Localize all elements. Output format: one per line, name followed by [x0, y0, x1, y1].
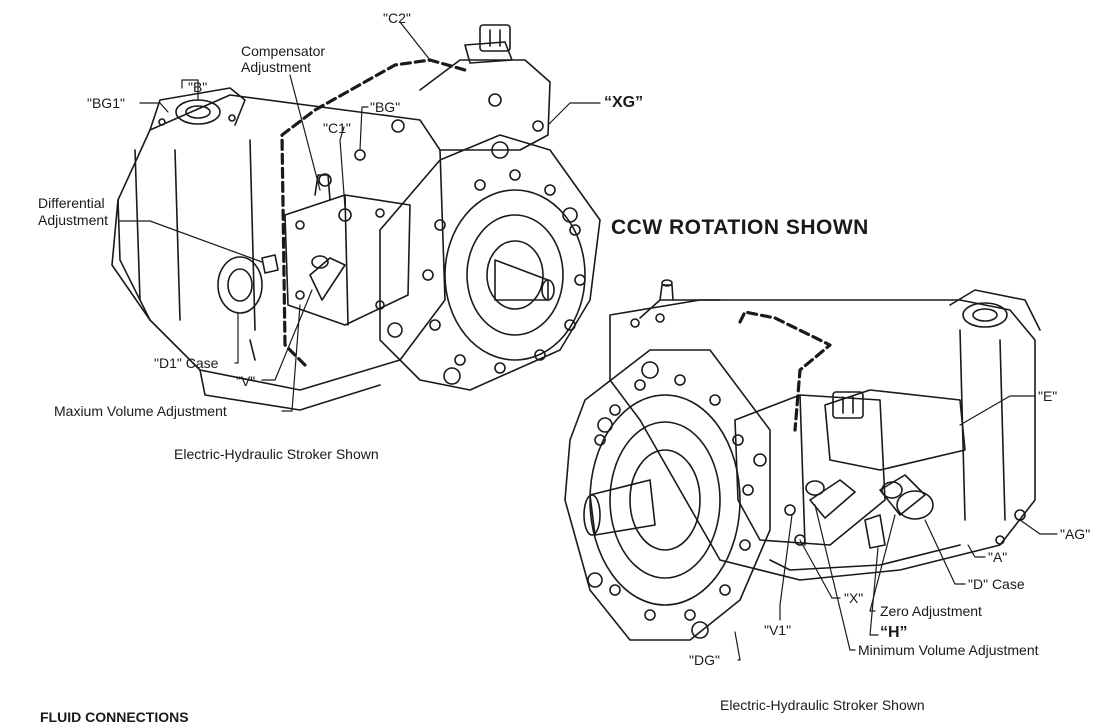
label-b: "B": [188, 79, 208, 95]
caption-top: Electric-Hydraulic Stroker Shown: [174, 446, 379, 462]
caption-bottom: Electric-Hydraulic Stroker Shown: [720, 697, 925, 713]
label-v: "V": [236, 373, 256, 389]
label-compensator-line1: Compensator: [241, 43, 326, 59]
label-c2: "C2": [383, 10, 411, 26]
label-min-volume: Minimum Volume Adjustment: [858, 642, 1039, 658]
label-d-case: "D" Case: [968, 576, 1025, 592]
label-bg: "BG": [370, 99, 401, 115]
label-v1: "V1": [764, 622, 792, 638]
top-pump-drawing: [111, 24, 601, 411]
label-differential-line1: Differential: [38, 195, 105, 211]
section-title-fluid-connections: FLUID CONNECTIONS: [40, 709, 189, 724]
label-bg1: "BG1": [87, 95, 125, 111]
label-differential-line2: Adjustment: [38, 212, 109, 228]
label-max-volume: Maxium Volume Adjustment: [54, 403, 227, 419]
label-a: "A": [988, 549, 1008, 565]
heading-ccw-rotation: CCW ROTATION SHOWN: [611, 216, 869, 239]
label-zero-adjustment: Zero Adjustment: [880, 603, 982, 619]
label-h: “H”: [880, 624, 908, 641]
label-x: "X": [844, 590, 864, 606]
bottom-pump-drawing: [564, 279, 1041, 641]
label-compensator-line2: Adjustment: [241, 59, 312, 75]
label-e: "E": [1038, 388, 1058, 404]
label-c1: "C1": [323, 120, 351, 136]
label-dg: "DG": [689, 652, 720, 668]
label-d1-case: "D1" Case: [154, 355, 219, 371]
label-ag: "AG": [1060, 526, 1091, 542]
label-xg: “XG”: [604, 94, 644, 111]
